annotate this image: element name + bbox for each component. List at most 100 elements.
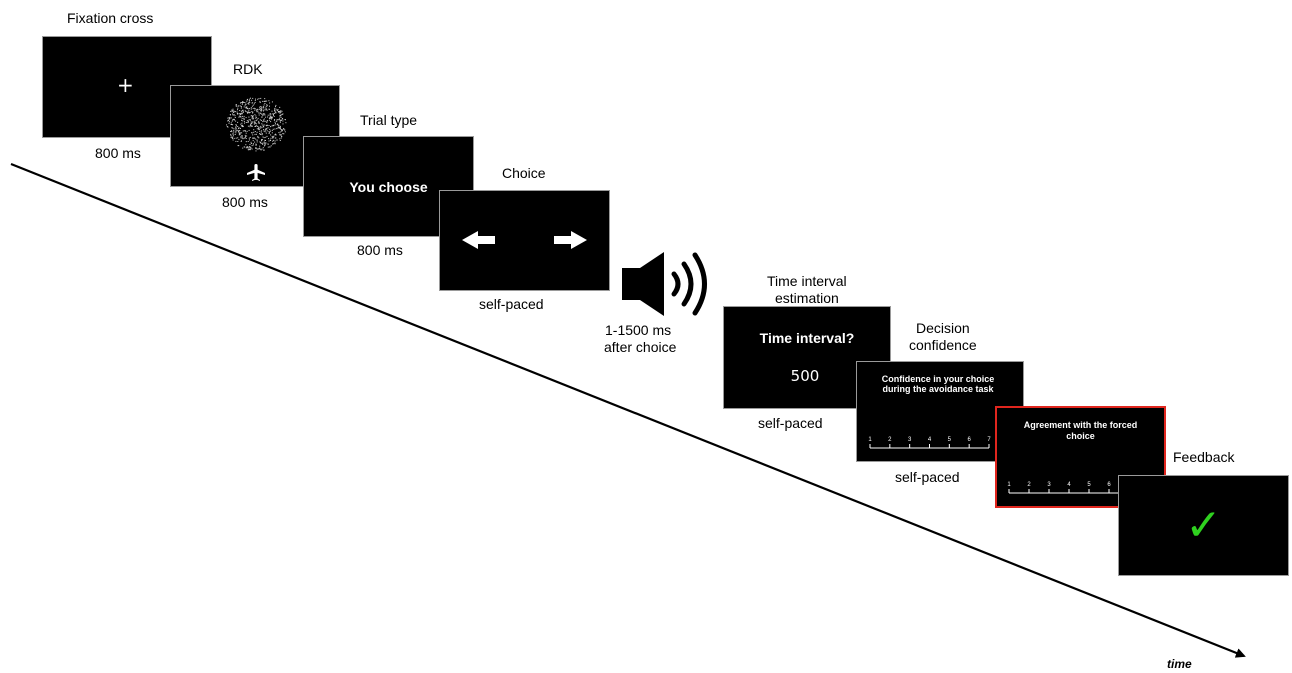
rdk-dot — [281, 110, 283, 112]
rdk-dot — [251, 145, 253, 147]
rdk-dot — [257, 98, 259, 100]
rdk-dot — [273, 114, 274, 116]
rdk-dot — [270, 137, 272, 139]
rdk-dot — [256, 109, 258, 111]
rdk-dot — [252, 137, 254, 139]
rdk-dot — [260, 133, 262, 135]
rdk-dot — [259, 119, 261, 121]
rdk-dot — [240, 116, 242, 118]
rdk-dot — [266, 130, 268, 132]
trial-type-title: Trial type — [360, 112, 418, 128]
rdk-dot — [263, 118, 265, 120]
rdk-dot — [264, 129, 266, 131]
rdk-dot — [232, 118, 234, 120]
rdk-dot — [228, 122, 230, 124]
rdk-dot — [249, 136, 251, 138]
rdk-dot — [245, 147, 247, 149]
rdk-dot — [277, 109, 279, 111]
rdk-dot — [268, 140, 270, 142]
rdk-dot — [260, 119, 262, 121]
rdk-dot — [270, 114, 272, 116]
rdk-dot — [247, 112, 249, 114]
checkmark-icon: ✓ — [1185, 500, 1222, 551]
rdk-dot — [271, 101, 273, 103]
rdk-dot — [271, 117, 273, 119]
rdk-dot — [280, 114, 282, 116]
rdk-dot — [251, 132, 253, 134]
rdk-dot — [248, 119, 250, 121]
rdk-duration: 800 ms — [222, 194, 268, 210]
rdk-dot — [235, 120, 237, 122]
scale-label: 5 — [1087, 482, 1091, 488]
rdk-dot — [233, 128, 235, 130]
rdk-dot — [258, 128, 260, 130]
rdk-dot — [257, 109, 259, 111]
rdk-dot — [252, 140, 254, 142]
rdk-dot — [239, 130, 241, 132]
rdk-dot — [248, 110, 250, 112]
rdk-dot — [283, 133, 285, 135]
rdk-dot — [278, 126, 280, 128]
rdk-dot — [261, 148, 263, 150]
rdk-dot — [281, 129, 283, 131]
rdk-dot — [269, 105, 270, 107]
rdk-dot — [279, 131, 281, 133]
rdk-dot — [242, 124, 244, 126]
rdk-dot — [275, 112, 277, 114]
rdk-dot — [242, 101, 244, 103]
rdk-dot — [228, 117, 230, 119]
choice-duration: self-paced — [479, 296, 544, 312]
rdk-dot — [235, 140, 237, 142]
rdk-dot — [267, 114, 269, 116]
rdk-dot — [250, 121, 252, 123]
rdk-dot — [275, 110, 276, 112]
rdk-dot — [252, 118, 254, 120]
rdk-dot — [250, 115, 252, 117]
rdk-dot — [261, 123, 263, 125]
rdk-dot — [271, 113, 273, 115]
rdk-dot — [242, 111, 244, 113]
rdk-dot — [269, 113, 271, 114]
rdk-dot — [271, 129, 273, 131]
rdk-dot — [237, 107, 239, 109]
rdk-dot — [251, 99, 253, 101]
rdk-dot — [231, 131, 233, 133]
rdk-dot — [256, 141, 258, 143]
rdk-dot — [240, 111, 242, 113]
rdk-dot — [279, 138, 281, 140]
rdk-dot — [255, 147, 257, 149]
rdk-dot — [269, 117, 271, 119]
rdk-dot — [256, 111, 258, 113]
rdk-dot — [263, 145, 265, 147]
rdk-dot — [260, 101, 261, 103]
rdk-dot — [255, 120, 257, 122]
rdk-dot — [235, 137, 237, 139]
scale-label: 2 — [888, 437, 892, 443]
rdk-dot — [257, 136, 259, 138]
rdk-dot — [230, 136, 232, 138]
airplane-icon — [247, 164, 265, 181]
rdk-dot — [260, 142, 262, 144]
rdk-dot — [250, 107, 252, 109]
rdk-dot — [262, 142, 264, 144]
rdk-dot — [232, 133, 234, 135]
scale-label: 6 — [1107, 482, 1111, 488]
rdk-dot — [274, 121, 276, 123]
rdk-dot — [270, 145, 272, 147]
rdk-dot — [277, 127, 279, 129]
rdk-dot — [233, 137, 235, 139]
rdk-dot — [262, 124, 264, 126]
rdk-dot — [245, 111, 247, 112]
rdk-dot — [235, 130, 237, 132]
rdk-dot — [263, 100, 265, 102]
scale-label: 3 — [1047, 482, 1051, 488]
rdk-dot — [280, 127, 281, 129]
rdk-dot — [263, 149, 265, 151]
rdk-dot — [237, 129, 239, 131]
rdk-dot — [243, 130, 245, 132]
rdk-dot — [258, 126, 260, 128]
rdk-dot — [273, 135, 275, 137]
fixation-cross: + — [117, 73, 134, 97]
rdk-dot — [233, 110, 235, 112]
